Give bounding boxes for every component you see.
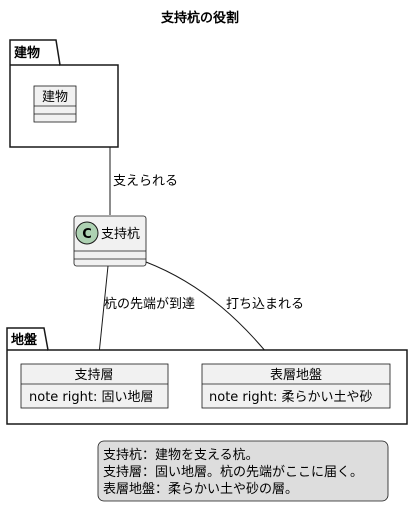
edge-pile-surface	[145, 261, 277, 365]
bearing-layer-object: 支持層 note right: 固い地層	[20, 363, 169, 409]
bearing-layer-label: 支持層	[74, 368, 113, 383]
building-package: 建物 建物	[9, 39, 119, 148]
support-pile-class: C 支持杭	[73, 215, 147, 267]
surface-ground-label: 表層地盤	[270, 368, 322, 383]
class-badge-letter: C	[82, 227, 92, 242]
building-object: 建物	[33, 85, 77, 123]
edge-label-supported: 支えられる	[113, 174, 178, 189]
support-pile-label: 支持杭	[101, 227, 140, 242]
building-object-label: 建物	[42, 90, 68, 105]
class-badge-icon	[75, 221, 99, 245]
note-line-3: 表層地盤：柔らかい土や砂の層。	[103, 482, 298, 497]
surface-ground-object: 表層地盤 note right: 柔らかい土や砂	[201, 363, 391, 409]
building-package-label: 建物	[14, 45, 40, 61]
edge-pile-bearing	[97, 265, 109, 365]
legend-note: 支持杭：建物を支える杭。 支持層：固い地層。杭の先端がここに届く。 表層地盤：柔…	[97, 440, 389, 502]
ground-package-label: 地盤	[11, 332, 38, 348]
edge-label-driven-in: 打ち込まれる	[226, 297, 304, 312]
note-line-2: 支持層：固い地層。杭の先端がここに届く。	[103, 465, 363, 480]
surface-ground-attribute: note right: 柔らかい土や砂	[209, 390, 372, 405]
bearing-layer-attribute: note right: 固い地層	[29, 390, 153, 405]
edge-label-tip-reaches: 杭の先端が到達	[104, 297, 195, 312]
ground-package: 地盤 支持層 note right: 固い地層 表層地盤 note right:…	[6, 327, 408, 425]
diagram-title: 支持杭の役割	[160, 10, 239, 26]
note-line-1: 支持杭：建物を支える杭。	[103, 448, 259, 463]
